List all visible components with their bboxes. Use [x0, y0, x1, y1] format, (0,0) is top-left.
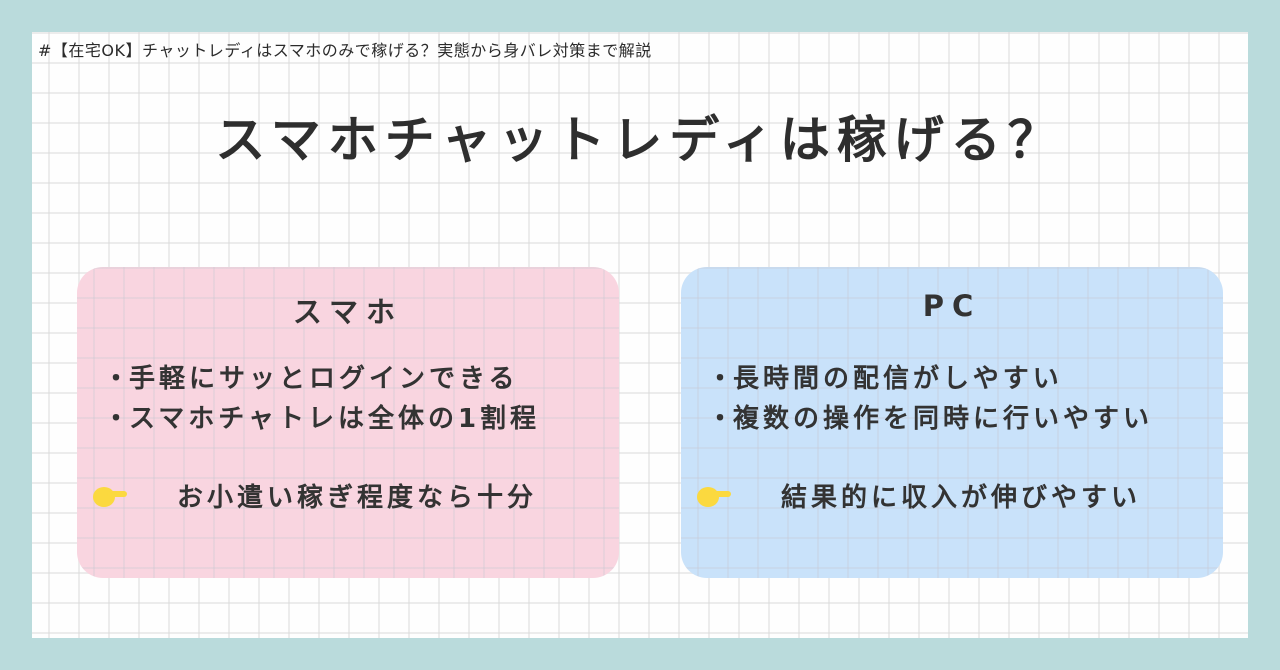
bullet-dot: ・ — [707, 364, 738, 394]
hashtag-caption: #【在宅OK】チャットレディはスマホのみで稼げる？実態から身バレ対策まで解説 — [38, 41, 652, 60]
card-title: スマホ — [292, 295, 404, 329]
bullet-list: ・手軽にサッとログインできる ・スマホチャトレは全体の1割程 — [103, 359, 540, 439]
card-title: PC — [922, 289, 982, 323]
conclusion-row: お小遣い稼ぎ程度なら十分 — [93, 477, 537, 514]
bullet-list: ・長時間の配信がしやすい ・複数の操作を同時に行いやすい — [707, 359, 1153, 439]
pointing-hand-icon — [697, 485, 731, 507]
conclusion-text: お小遣い稼ぎ程度なら十分 — [177, 483, 538, 513]
bullet-text: 複数の操作を同時に行いやすい — [733, 404, 1154, 434]
bullet-item: ・手軽にサッとログインできる — [103, 359, 540, 399]
bullet-item: ・スマホチャトレは全体の1割程 — [103, 399, 540, 439]
bullet-text: 長時間の配信がしやすい — [733, 364, 1063, 394]
bullet-dot: ・ — [707, 404, 738, 434]
smartphone-card: スマホ ・手軽にサッとログインできる ・スマホチャトレは全体の1割程 お小遣い稼… — [77, 267, 619, 578]
bullet-text: スマホチャトレは全体の1割程 — [129, 404, 541, 434]
conclusion-row: 結果的に収入が伸びやすい — [697, 477, 1141, 514]
bullet-item: ・複数の操作を同時に行いやすい — [707, 399, 1153, 439]
conclusion-text: 結果的に収入が伸びやすい — [781, 483, 1142, 513]
grid-canvas: #【在宅OK】チャットレディはスマホのみで稼げる？実態から身バレ対策まで解説 ス… — [32, 32, 1248, 638]
pc-card: PC ・長時間の配信がしやすい ・複数の操作を同時に行いやすい 結果的に収入が伸… — [681, 267, 1223, 578]
pointing-hand-icon — [93, 485, 127, 507]
bullet-item: ・長時間の配信がしやすい — [707, 359, 1153, 399]
bullet-dot: ・ — [103, 364, 134, 394]
page-title: スマホチャットレディは稼げる？ — [215, 111, 1065, 169]
bullet-text: 手軽にサッとログインできる — [129, 364, 519, 394]
bullet-dot: ・ — [103, 404, 134, 434]
